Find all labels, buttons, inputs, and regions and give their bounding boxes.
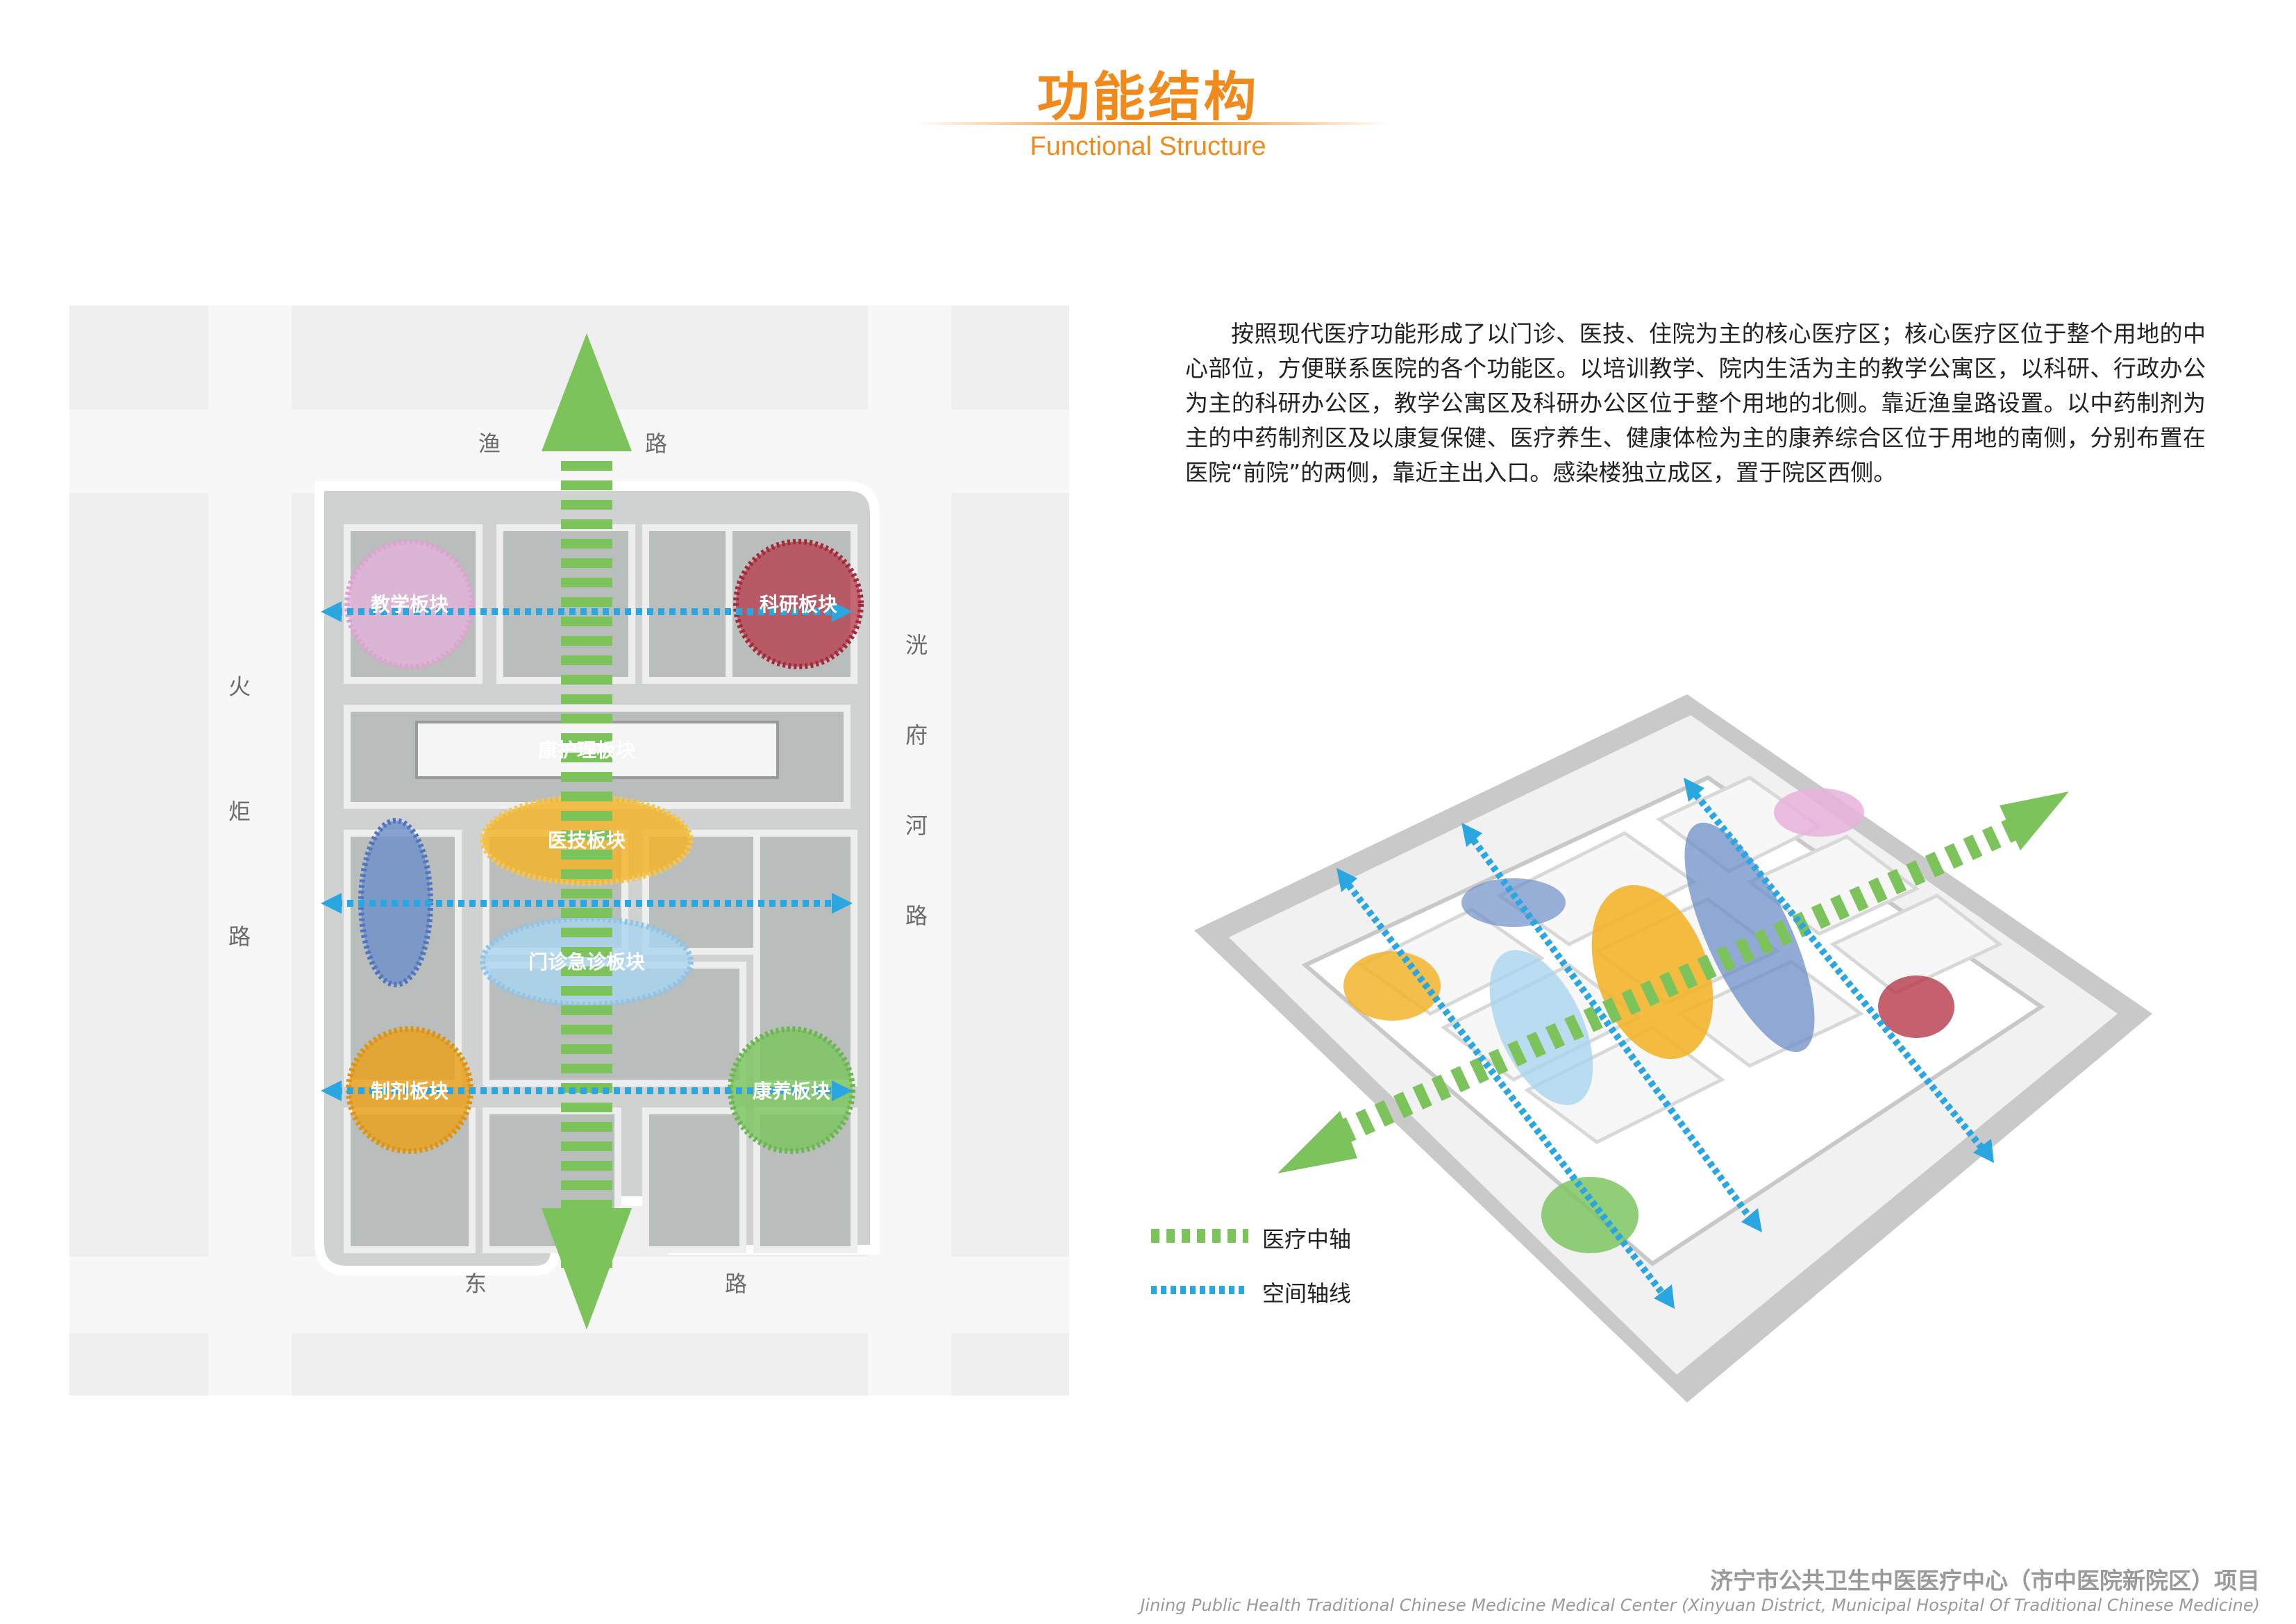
spatial-axes	[321, 601, 853, 1101]
teaching-label: 教学板块	[371, 593, 449, 616]
legend-swatch-green	[1151, 1229, 1248, 1243]
legend-label-spatial-axis: 空间轴线	[1262, 1280, 1352, 1307]
west-road-label-2: 炬	[228, 798, 251, 825]
footer-project-title: 济宁市公共卫生中医医疗中心（市中医院新院区）项目	[1710, 1567, 2260, 1594]
legend-label-medical-axis: 医疗中轴	[1262, 1226, 1352, 1253]
page-subtitle: Functional Structure	[1030, 132, 1266, 161]
outpatient-label: 门诊急诊板块	[528, 951, 645, 973]
west-road-label-1: 火	[228, 673, 251, 700]
research-label: 科研板块	[760, 593, 837, 616]
description-text: 按照现代医疗功能形成了以门诊、医技、住院为主的核心医疗区；核心医疗区位于整个用地…	[1185, 320, 2206, 486]
north-road-label-1: 渔	[478, 430, 501, 457]
site-plan: 教学板块 科研板块 康护理板块 医技板块 门诊急诊板块 制剂板块 康养板块 渔 …	[69, 305, 1069, 1396]
east-road-label-4: 路	[905, 903, 928, 929]
page-title: 功能结构	[1037, 66, 1259, 128]
medtech-label: 医技板块	[548, 829, 626, 852]
axo-spatial-axes	[1341, 785, 1988, 1301]
west-road	[208, 305, 292, 1396]
west-road-label-3: 路	[228, 923, 251, 950]
footer-project-subtitle: Jining Public Health Traditional Chinese…	[1140, 1596, 2260, 1615]
axo-teaching-zone	[1774, 788, 1864, 837]
south-road-label-2: 路	[725, 1271, 747, 1297]
east-road-label-3: 河	[905, 812, 928, 839]
axo-medical-axis	[1277, 792, 2069, 1173]
north-road-label-2: 路	[645, 430, 667, 457]
east-road-label-2: 府	[905, 722, 928, 748]
south-road-label-1: 东	[464, 1271, 487, 1297]
east-road	[868, 305, 951, 1396]
axo-infection-zone	[1461, 878, 1566, 927]
east-road-label-1: 洸	[905, 632, 928, 658]
axo-research-zone	[1878, 976, 1954, 1038]
legend-swatch-blue	[1151, 1286, 1248, 1294]
axonometric-view	[1194, 694, 2152, 1403]
pharmacy-label: 制剂板块	[371, 1080, 449, 1103]
medical-axis-arrow-north	[542, 333, 632, 451]
axo-pharmacy-zone	[1343, 951, 1441, 1021]
medical-axis-bar	[561, 417, 612, 1278]
nursing-label: 康护理板块	[538, 739, 635, 762]
rehab-label: 康养板块	[753, 1080, 830, 1103]
title-underline	[916, 122, 1389, 125]
axo-rehab-zone	[1541, 1177, 1639, 1253]
medical-axis-arrow-south	[542, 1208, 632, 1330]
research-zone	[733, 539, 864, 669]
teaching-zone	[344, 539, 475, 669]
